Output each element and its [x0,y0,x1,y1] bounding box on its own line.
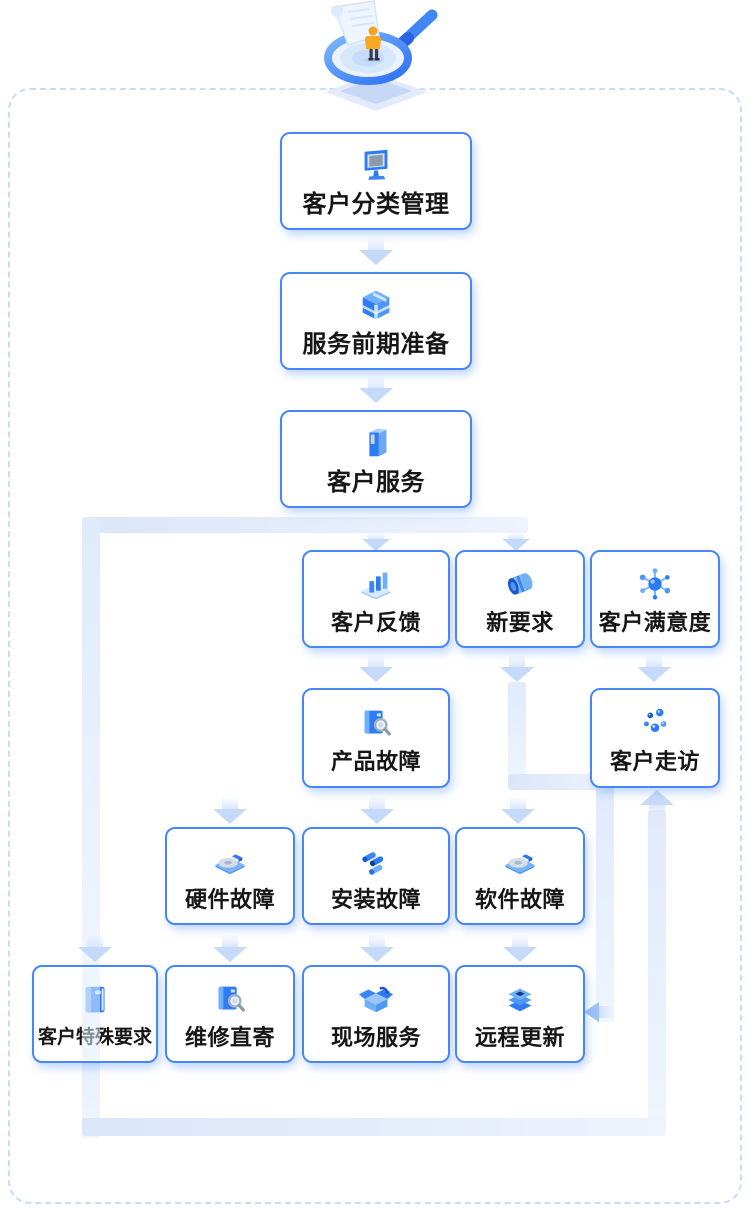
disk-icon [501,842,539,880]
node-customer-satisfaction: 客户满意度 [590,550,720,648]
node-customer-feedback: 客户反馈 [302,550,450,648]
magnifier-illustration [296,0,456,120]
node-product-fault: 产品故障 [302,688,450,788]
node-software-fault: 软件故障 [455,827,585,925]
node-label: 现场服务 [330,1024,421,1050]
node-customer-service: 客户服务 [280,410,472,508]
node-service-preparation: 服务前期准备 [280,272,472,370]
node-new-requirement: 新要求 [455,550,585,648]
node-label: 新要求 [486,609,554,635]
node-label: 维修直寄 [184,1024,275,1050]
node-label: 硬件故障 [184,886,275,912]
node-customer-visit: 客户走访 [590,688,720,788]
coil-icon [501,565,539,603]
node-install-fault: 安装故障 [302,827,450,925]
coils-icon [357,842,395,880]
node-customer-special-request: 客户特殊要求 [32,965,158,1063]
node-label: 服务前期准备 [302,330,450,358]
node-label: 客户服务 [327,468,425,496]
scatter-dots-icon [636,704,674,742]
magnifier-illustration-svg [324,0,438,111]
server-icon [357,424,395,462]
node-label: 客户走访 [609,748,700,774]
folder-search-icon [211,980,249,1018]
node-repair-direct-ship: 维修直寄 [165,965,295,1063]
book-icon [76,981,114,1019]
node-onsite-service: 现场服务 [302,965,450,1063]
node-customer-classification: 客户分类管理 [280,132,472,230]
node-remote-update: 远程更新 [455,965,585,1063]
node-label: 远程更新 [474,1024,565,1050]
package-icon [357,286,395,324]
node-label: 客户分类管理 [302,190,450,218]
database-icon [501,980,539,1018]
node-hardware-fault: 硬件故障 [165,827,295,925]
node-label: 产品故障 [330,748,421,774]
open-box-icon [357,980,395,1018]
node-label: 客户反馈 [330,609,421,635]
node-label: 客户特殊要求 [37,1027,152,1048]
molecule-icon [636,565,674,603]
disk-icon [211,842,249,880]
folder-search-icon [357,704,395,742]
node-label: 安装故障 [330,886,421,912]
monitor-icon [357,146,395,184]
node-label: 客户满意度 [598,609,712,635]
node-label: 软件故障 [474,886,565,912]
bar-chart-icon [357,565,395,603]
